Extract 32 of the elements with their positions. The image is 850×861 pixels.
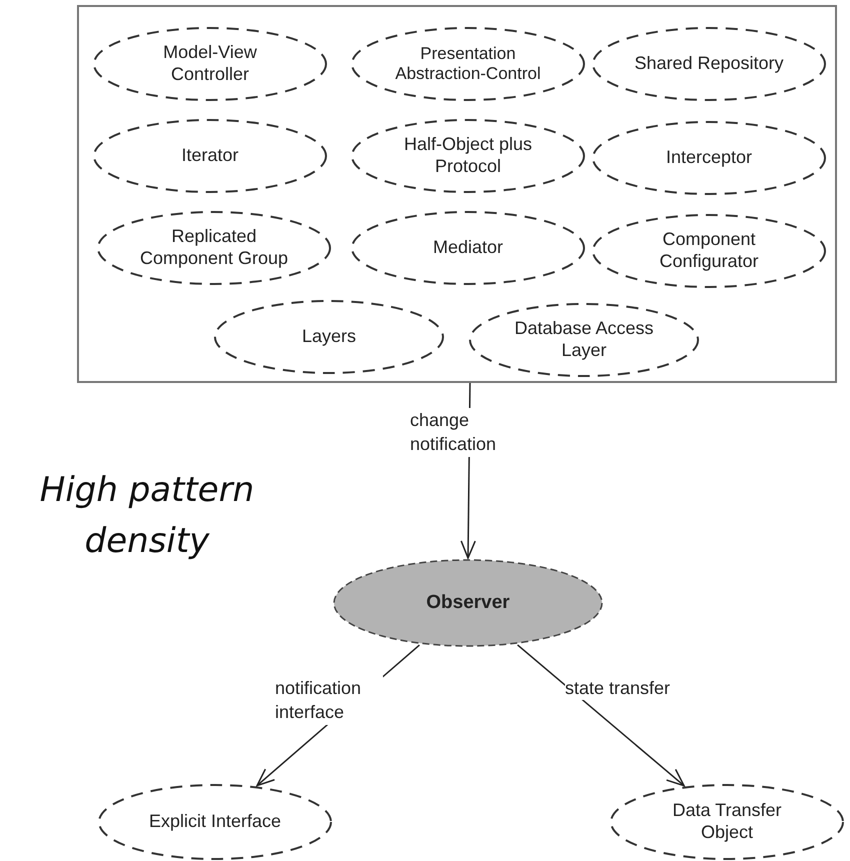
- annotation-text: High pattern density: [38, 469, 256, 563]
- pattern-ellipse: [213, 299, 445, 375]
- pattern-name: Data Transfer Object: [671, 800, 783, 844]
- edge-label: notification interface: [275, 676, 383, 725]
- pattern-name: Component Configurator: [658, 229, 760, 273]
- pattern-ellipse: [350, 26, 586, 102]
- pattern-ellipse: [350, 118, 586, 194]
- pattern-ellipse: [92, 118, 328, 194]
- pattern-ellipse: [468, 302, 700, 378]
- pattern-name: Layers: [302, 326, 356, 348]
- pattern-name: Model-View Controller: [162, 42, 258, 86]
- pattern-name: Shared Repository: [634, 53, 784, 75]
- pattern-group-frame: [77, 5, 837, 383]
- pattern-ellipse: [591, 120, 827, 196]
- pattern-name: Observer: [426, 592, 510, 614]
- pattern-name: Presentation Abstraction-Control: [394, 44, 542, 84]
- pattern-ellipse: [92, 26, 328, 102]
- pattern-name: Database Access Layer: [513, 318, 655, 362]
- pattern-ellipse: [350, 210, 586, 286]
- pattern-name: Mediator: [432, 237, 504, 259]
- pattern-name: Explicit Interface: [148, 811, 282, 833]
- pattern-name: Interceptor: [666, 147, 752, 169]
- pattern-name: Half-Object plus Protocol: [402, 134, 534, 178]
- pattern-name: Replicated Component Group: [138, 226, 290, 270]
- central-pattern-ellipse: [332, 558, 604, 648]
- pattern-ellipse: [591, 26, 827, 102]
- pattern-ellipse: [609, 783, 845, 861]
- pattern-name: Iterator: [181, 145, 239, 167]
- pattern-ellipse: [96, 210, 332, 286]
- pattern-ellipse: [97, 783, 333, 861]
- arrow: [517, 644, 685, 786]
- pattern-ellipse: [591, 213, 827, 289]
